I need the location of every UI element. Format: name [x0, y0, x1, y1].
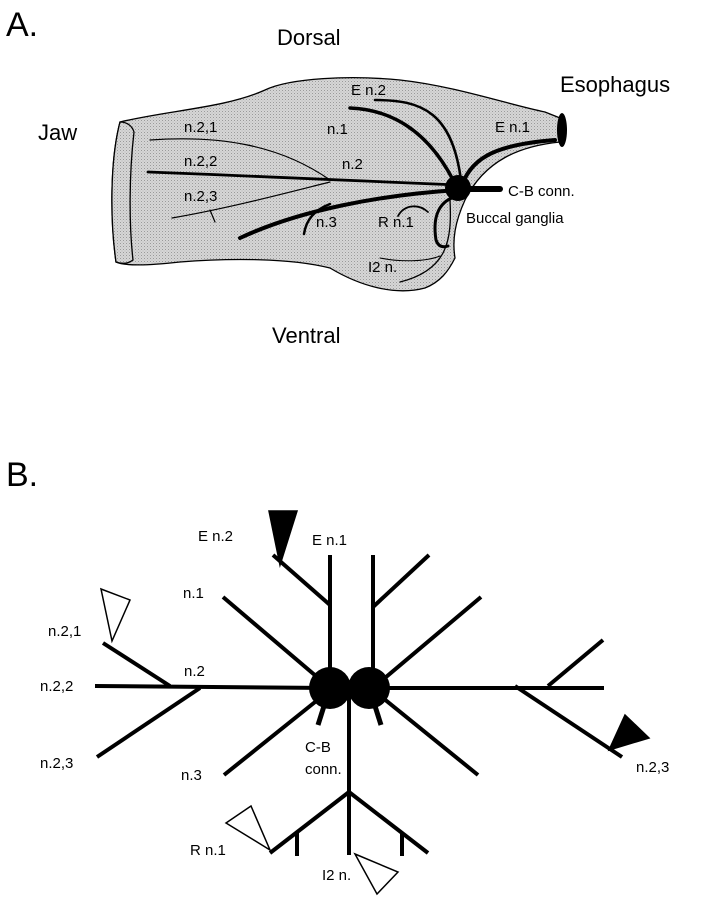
label-b-n23-left: n.2,3 [40, 755, 73, 772]
label-b-n1: n.1 [183, 585, 204, 602]
b-nerve-n3 [222, 688, 332, 777]
label-b-i2n: I2 n. [322, 867, 351, 884]
nerve-n23 [171, 181, 331, 219]
label-a-n3: n.3 [316, 214, 337, 231]
label-a-n23: n.2,3 [184, 188, 217, 205]
nerve-n3 [238, 188, 460, 240]
nerve-n21 [149, 138, 331, 181]
b-nerve-rn1 [268, 790, 351, 855]
label-a-en1: E n.1 [495, 119, 530, 136]
label-b-n22: n.2,2 [40, 678, 73, 695]
b-nerve-n23 [95, 686, 202, 759]
b-marker-n21-open [99, 587, 132, 644]
b-nerve-n2 [94, 684, 331, 690]
nerve-n23-twig [209, 209, 216, 223]
b-nerve-rn1-right [347, 790, 430, 855]
label-b-rn1: R n.1 [190, 842, 226, 859]
label-ventral: Ventral [272, 323, 341, 348]
b-marker-rn1-open [224, 804, 272, 852]
label-a-n21: n.2,1 [184, 119, 217, 136]
label-esophagus: Esophagus [560, 72, 670, 97]
jaw-cap [111, 121, 135, 264]
label-b-en1: E n.1 [312, 532, 347, 549]
label-b-cb: C-B [305, 739, 331, 756]
b-cb-stub-right [372, 705, 384, 726]
b-marker-en2-filled [268, 510, 299, 568]
panel-b-letter: B. [6, 456, 38, 494]
label-dorsal: Dorsal [277, 25, 341, 50]
b-nerve-n21-right [546, 638, 605, 688]
b-nerve-n1-right [371, 595, 483, 690]
b-nerve-en2 [271, 553, 332, 607]
nerve-n2 [146, 170, 460, 187]
panel-a-letter: A. [6, 6, 38, 44]
label-a-n2: n.2 [342, 156, 363, 173]
nerve-rn1 [433, 194, 460, 249]
label-a-buccal: Buccal ganglia [466, 210, 564, 227]
label-a-n22: n.2,2 [184, 153, 217, 170]
b-ganglion-left [309, 667, 351, 709]
b-ganglion-right [348, 667, 390, 709]
label-b-n21: n.2,1 [48, 623, 81, 640]
b-nerve-n3-right [371, 688, 480, 777]
nerve-en2 [373, 98, 464, 192]
esophagus-opening [557, 113, 567, 147]
label-b-en2: E n.2 [198, 528, 233, 545]
label-jaw: Jaw [38, 120, 77, 145]
label-a-i2n: I2 n. [368, 259, 397, 276]
label-b-n2: n.2 [184, 663, 205, 680]
panel-a: A. Dorsal Ventral Jaw Esophagus E n.2 E … [6, 6, 670, 348]
ventral-lobe-crease [379, 255, 441, 262]
label-b-conn: conn. [305, 761, 342, 778]
nerve-rn1-twig [397, 205, 429, 217]
label-b-n23-right: n.2,3 [636, 759, 669, 776]
panel-b: B. E n.2 E n.1 [6, 456, 669, 896]
label-b-n3: n.3 [181, 767, 202, 784]
buccal-mass-outline [111, 77, 561, 292]
label-a-n1: n.1 [327, 121, 348, 138]
b-nerve-en-right-branch [371, 553, 431, 609]
label-a-rn1: R n.1 [378, 214, 414, 231]
b-marker-n23-filled [607, 713, 651, 752]
buccal-ganglion [445, 175, 471, 201]
b-cb-stub-left [315, 705, 327, 726]
b-nerve-n21 [101, 641, 172, 688]
b-nerve-n1 [221, 595, 332, 690]
nerve-n3-branch [302, 202, 332, 236]
label-a-en2: E n.2 [351, 82, 386, 99]
label-a-cb: C-B conn. [508, 183, 575, 200]
b-nerve-n23-right [513, 684, 624, 759]
nerve-n1 [348, 106, 460, 192]
b-marker-i2n-open [353, 852, 400, 896]
nerve-i2 [399, 199, 452, 283]
